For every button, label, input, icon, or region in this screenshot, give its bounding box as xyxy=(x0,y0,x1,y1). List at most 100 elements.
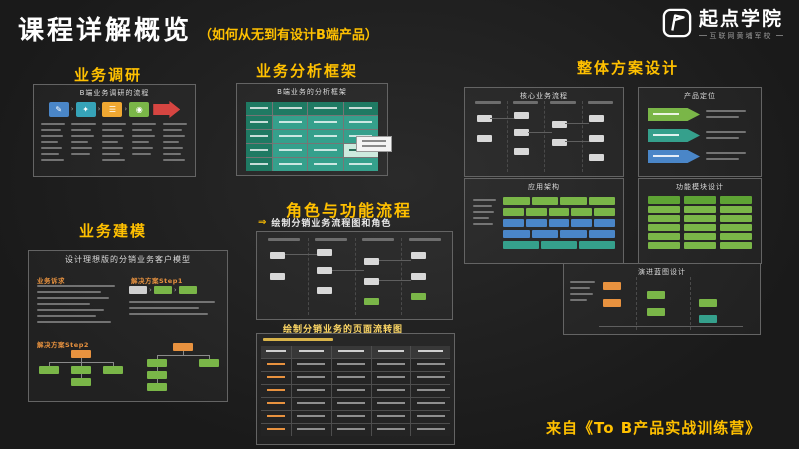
text-lines xyxy=(706,107,748,122)
table-cell xyxy=(371,372,411,384)
lane-divider xyxy=(354,238,356,315)
connector xyxy=(81,362,82,366)
text-lines xyxy=(129,301,219,319)
module-header xyxy=(684,196,716,204)
arrow-icon: › xyxy=(124,105,128,113)
text-line xyxy=(101,153,121,155)
text-line xyxy=(162,135,185,137)
text-line xyxy=(41,147,62,149)
text-line xyxy=(37,303,91,305)
table-cell xyxy=(261,385,291,397)
matrix-row-header xyxy=(246,116,272,129)
table-cell xyxy=(371,398,411,410)
tree-node xyxy=(71,378,91,386)
lane-header xyxy=(550,101,576,104)
arch-layer-row xyxy=(503,230,615,238)
connector xyxy=(113,362,114,366)
diagram-box xyxy=(503,219,524,227)
list-step-icon: ☰ xyxy=(102,102,123,117)
table-cell xyxy=(261,372,291,384)
lane-divider xyxy=(307,238,309,315)
header: 课程详解概览 （如何从无到有设计B端产品） xyxy=(18,10,378,47)
diagram-box xyxy=(560,197,587,205)
divider xyxy=(775,35,784,37)
text-line xyxy=(71,135,94,137)
diagram-box xyxy=(720,224,752,231)
text-line xyxy=(41,123,66,125)
lane-divider xyxy=(401,238,403,315)
text-line xyxy=(570,293,593,295)
matrix-cell xyxy=(308,144,343,157)
tree-node xyxy=(199,359,219,367)
flow-node xyxy=(317,248,333,256)
text-line xyxy=(71,123,96,125)
flow-node xyxy=(317,267,333,275)
diagram-box xyxy=(579,241,615,249)
tree-node xyxy=(147,371,167,379)
flow-node xyxy=(551,139,567,147)
diagram-box xyxy=(684,233,716,240)
text-line xyxy=(473,223,493,225)
phase-divider xyxy=(636,277,638,330)
table-header-cell xyxy=(411,346,450,358)
text-line xyxy=(570,299,587,301)
app-arch-panel: 应用架构 xyxy=(464,178,624,264)
research-panel-title: B端业务调研的流程 xyxy=(79,89,150,97)
text-line xyxy=(41,135,64,137)
table-cell xyxy=(261,424,291,436)
table-cell xyxy=(331,411,371,423)
flow-node xyxy=(514,147,529,155)
diagram-box xyxy=(503,197,530,205)
table-cell xyxy=(292,385,331,397)
text-line xyxy=(473,217,489,219)
diagram-box xyxy=(720,206,752,213)
diagram-box xyxy=(503,241,539,249)
table-cell xyxy=(411,398,450,410)
diagram-box xyxy=(684,206,716,213)
text-line xyxy=(706,110,746,112)
flow-node xyxy=(589,135,604,143)
matrix-header-cell xyxy=(246,102,272,115)
analysis-panel: B端业务的分析框架 xyxy=(236,83,392,176)
text-line xyxy=(162,147,184,149)
text-lines xyxy=(41,123,66,165)
connector xyxy=(565,123,589,124)
table-cell xyxy=(411,372,450,384)
app-arch-title: 应用架构 xyxy=(528,183,560,191)
text-line xyxy=(37,315,97,317)
flow-node xyxy=(514,129,529,137)
phase-divider xyxy=(689,277,691,330)
blueprint-node xyxy=(698,299,717,308)
flow-node xyxy=(476,115,492,123)
text-line xyxy=(41,159,64,161)
table-cell xyxy=(292,372,331,384)
section-heading-modeling: 业务建模 xyxy=(79,222,148,240)
diagram-box xyxy=(684,224,716,231)
table-cell xyxy=(261,359,291,371)
table-cell xyxy=(331,385,371,397)
matrix-header-cell xyxy=(343,102,378,115)
table-cell xyxy=(371,385,411,397)
table-cell xyxy=(411,424,450,436)
text-line xyxy=(570,287,591,289)
text-line xyxy=(132,147,154,149)
customer-model-tree xyxy=(35,350,131,398)
diagram-box xyxy=(531,230,558,238)
chevron-shape xyxy=(648,108,700,121)
text-line xyxy=(41,153,60,155)
matrix-cell xyxy=(308,116,343,129)
tree-node xyxy=(103,366,123,374)
text-lines xyxy=(71,123,96,165)
text-lines xyxy=(473,197,497,252)
flow-node-green xyxy=(363,298,379,306)
logo-tagline: 互联网黄埔军校 xyxy=(709,31,773,40)
connector xyxy=(332,269,364,271)
tree-node xyxy=(39,366,59,374)
text-line xyxy=(37,297,110,299)
lane-header xyxy=(315,238,347,241)
table-header-cell xyxy=(261,346,291,358)
text-line xyxy=(706,152,746,154)
target-step-icon: ◉ xyxy=(129,102,150,117)
page-subtitle: （如何从无到有设计B端产品） xyxy=(199,28,378,43)
text-line xyxy=(473,205,492,207)
